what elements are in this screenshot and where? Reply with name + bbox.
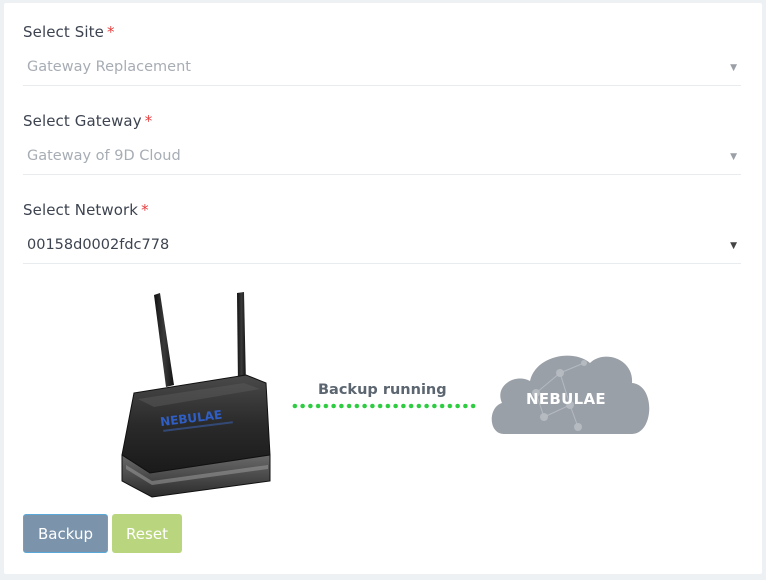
gateway-label-text: Select Gateway [23, 112, 142, 130]
site-select[interactable]: Gateway Replacement ▼ [23, 52, 741, 86]
required-mark: * [106, 23, 115, 41]
router-brand-text: NEBULAE [159, 408, 223, 429]
router-icon: NEBULAE [121, 292, 271, 498]
required-mark: * [141, 201, 149, 219]
backup-status-text: Backup running [318, 382, 447, 398]
network-select-value: 00158d0002fdc778 [27, 237, 170, 253]
site-select-value: Gateway Replacement [27, 59, 191, 75]
required-mark: * [144, 112, 153, 130]
site-label: Select Site* [23, 23, 115, 41]
cloud-label: NEBULAE [526, 390, 606, 408]
gateway-select[interactable]: Gateway of 9D Cloud ▼ [23, 141, 741, 175]
form-card: Select Site* Gateway Replacement ▼ Selec… [4, 3, 762, 574]
chevron-down-icon: ▼ [730, 152, 737, 162]
backup-button[interactable]: Backup [23, 514, 108, 553]
gateway-select-value: Gateway of 9D Cloud [27, 148, 181, 164]
gateway-label: Select Gateway* [23, 112, 152, 130]
site-label-text: Select Site [23, 23, 104, 41]
reset-button[interactable]: Reset [112, 514, 182, 553]
connection-dots [291, 403, 477, 409]
network-label-text: Select Network [23, 201, 139, 219]
chevron-down-icon: ▼ [730, 63, 737, 73]
network-select[interactable]: 00158d0002fdc778 ▼ [23, 230, 741, 264]
backup-diagram: NEBULAE [121, 292, 650, 498]
network-label: Select Network* [23, 201, 149, 219]
chevron-down-icon: ▼ [730, 241, 737, 251]
